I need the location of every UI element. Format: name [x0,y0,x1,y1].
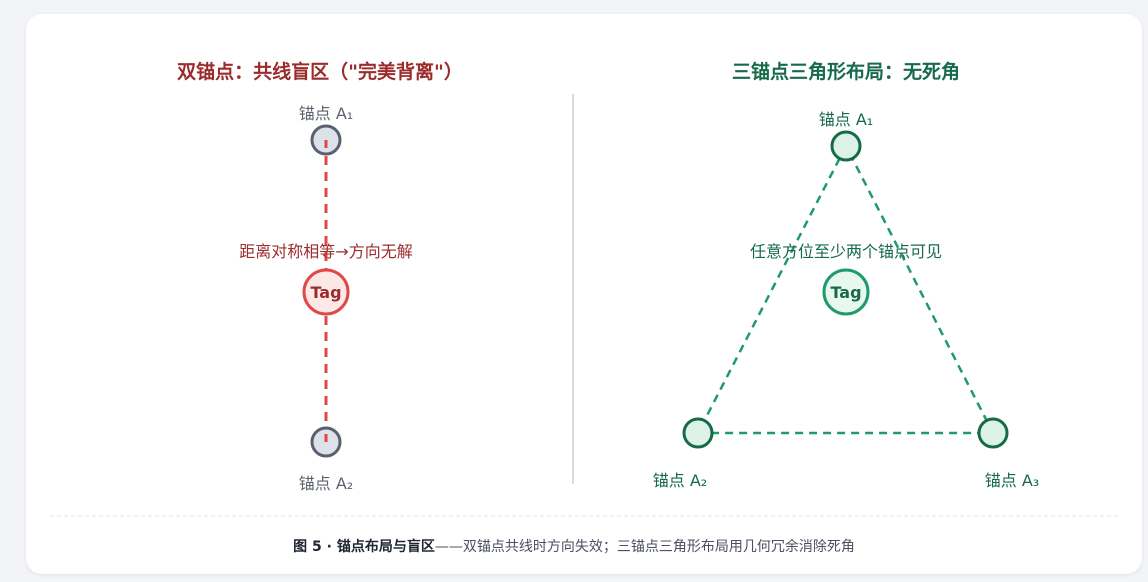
figure-card [26,14,1142,574]
right-anchor-a2 [682,417,714,449]
right-tag-label: Tag [830,283,861,302]
right-anchor-a1 [830,130,862,162]
figure-caption: 图 5 · 锚点布局与盲区——双锚点共线时方向失效；三锚点三角形布局用几何冗余消… [0,536,1148,556]
caption-label: 图 5 · 锚点布局与盲区 [293,539,435,555]
right-anchor-a3-label: 锚点 A₃ [985,471,1039,490]
left-note: 距离对称相等→方向无解 [239,242,412,261]
right-anchor-a2-label: 锚点 A₂ [653,471,707,490]
left-panel-title: 双锚点：共线盲区（"完美背离"） [177,60,463,83]
left-anchor-a1-label: 锚点 A₁ [299,104,353,123]
triangle-outline [695,143,996,435]
caption-text: ——双锚点共线时方向失效；三锚点三角形布局用几何冗余消除死角 [434,539,855,555]
right-tag [822,268,870,316]
right-anchor-a1-label: 锚点 A₁ [819,110,873,129]
right-anchor-a3 [977,417,1009,449]
right-panel-title: 三锚点三角形布局：无死角 [732,60,960,83]
left-tag-label: Tag [310,283,341,302]
left-tag [302,268,350,316]
left-anchor-a2-label: 锚点 A₂ [299,474,353,493]
right-note: 任意方位至少两个锚点可见 [750,242,942,261]
